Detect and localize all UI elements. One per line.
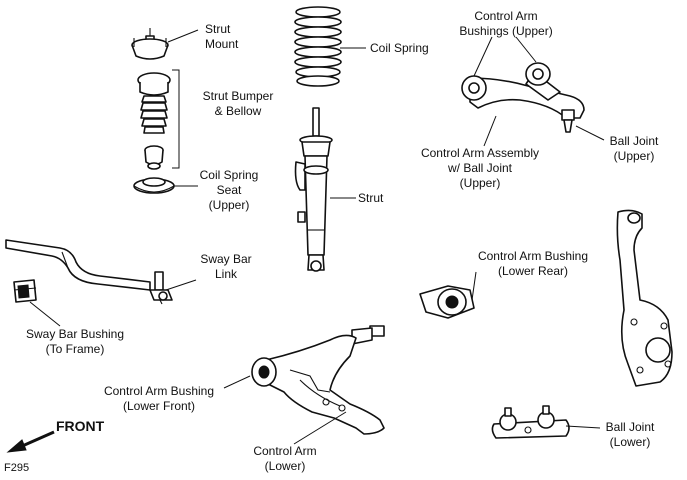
strut-label-line1: Strut	[358, 191, 384, 205]
sway-bar-bushing-label-line1: Sway Bar Bushing	[25, 327, 125, 341]
steering-knuckle-part	[616, 209, 673, 387]
lower-rear-bushing-part	[419, 285, 475, 319]
ball-joint-lower-label-line1: Ball Joint	[605, 420, 655, 434]
cab-upper-label-line2: Bushings (Upper)	[459, 24, 553, 38]
cab-lower-rear-label-line1: Control Arm Bushing	[477, 249, 589, 263]
cam-assembly-label-line2: w/ Ball Joint	[447, 161, 513, 175]
coil-spring-part	[294, 6, 342, 87]
lower-ball-joint-part	[491, 405, 570, 439]
coil-spring-seat-part	[133, 177, 175, 194]
lower-control-arm-part	[251, 325, 385, 435]
strut-mount-label-line2: Mount	[205, 37, 239, 51]
upper-control-arm-part	[461, 62, 585, 133]
sway-bar-bushing-label: Sway Bar Bushing (To Frame)	[20, 327, 130, 357]
control-arm-lower-label-line1: Control Arm	[253, 444, 317, 458]
strut-mount-label: Strut Mount	[205, 22, 238, 52]
strut-label: Strut	[358, 191, 383, 206]
ball-joint-lower-label: Ball Joint (Lower)	[598, 420, 662, 450]
strut-mount-label-line1: Strut	[205, 22, 231, 36]
strut-part	[294, 107, 333, 272]
cam-assembly-label-line3: (Upper)	[459, 176, 501, 190]
ball-joint-upper-label-line2: (Upper)	[613, 149, 655, 163]
leader-lines	[29, 29, 605, 445]
coil-spring-label-line1: Coil Spring	[370, 41, 429, 55]
sway-bar-bushing-label-line2: (To Frame)	[45, 342, 105, 356]
sway-bar-bushing-part	[13, 279, 37, 303]
cab-lower-front-label-line2: (Lower Front)	[122, 399, 196, 413]
strut-bumper-label: Strut Bumper & Bellow	[196, 89, 280, 119]
sway-bar-link-label: Sway Bar Link	[194, 252, 258, 282]
sway-bar-link-label-line2: Link	[214, 267, 237, 281]
ball-joint-upper-label: Ball Joint (Upper)	[602, 134, 666, 164]
control-arm-assembly-upper-label: Control Arm Assembly w/ Ball Joint (Uppe…	[418, 146, 542, 191]
cab-lower-front-label-line1: Control Arm Bushing	[103, 384, 215, 398]
strut-bumper-label-line1: Strut Bumper	[202, 89, 274, 103]
coil-spring-label: Coil Spring	[370, 41, 429, 56]
control-arm-bushing-lower-front-label: Control Arm Bushing (Lower Front)	[96, 384, 222, 414]
ball-joint-upper-label-line1: Ball Joint	[609, 134, 659, 148]
ball-joint-lower-label-line2: (Lower)	[609, 435, 651, 449]
control-arm-bushings-upper-label: Control Arm Bushings (Upper)	[452, 9, 560, 39]
strut-bumper-label-line2: & Bellow	[214, 104, 262, 118]
figure-number: F295	[4, 462, 30, 474]
control-arm-lower-label: Control Arm (Lower)	[244, 444, 326, 474]
coil-spring-seat-label-line1: Coil Spring	[199, 168, 259, 182]
bumper-bracket-line	[172, 69, 180, 169]
front-arrow	[6, 430, 55, 453]
control-arm-bushing-lower-rear-label: Control Arm Bushing (Lower Rear)	[470, 249, 596, 279]
strut-mount-part	[131, 28, 169, 60]
strut-bumper-bellow-part	[137, 72, 171, 170]
control-arm-lower-label-line2: (Lower)	[264, 459, 306, 473]
coil-spring-seat-label: Coil Spring Seat (Upper)	[196, 168, 262, 213]
cab-upper-label-line1: Control Arm	[474, 9, 538, 23]
sway-bar-link-label-line1: Sway Bar	[200, 252, 252, 266]
sway-bar-link-part	[149, 271, 173, 305]
coil-spring-seat-label-line2: Seat	[216, 183, 242, 197]
coil-spring-seat-label-line3: (Upper)	[208, 198, 250, 212]
cab-lower-rear-label-line2: (Lower Rear)	[497, 264, 569, 278]
front-direction-label: FRONT	[56, 418, 105, 434]
cam-assembly-label-line1: Control Arm Assembly	[420, 146, 540, 160]
